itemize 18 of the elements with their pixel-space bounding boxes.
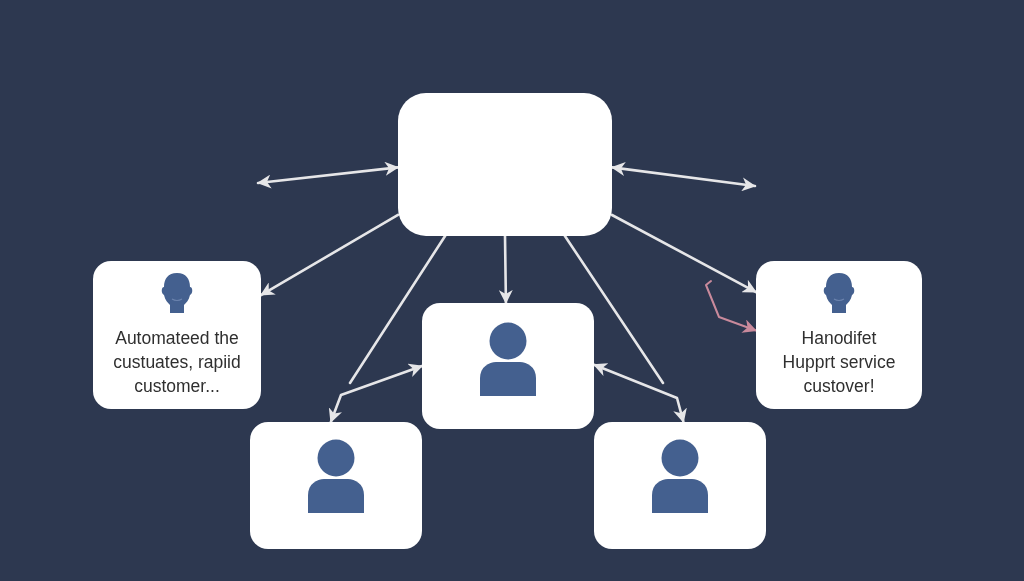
hub-box bbox=[398, 93, 612, 236]
arrow bbox=[610, 162, 757, 192]
arrow bbox=[592, 363, 687, 424]
user-card bbox=[422, 303, 594, 429]
arrow bbox=[498, 234, 513, 305]
arrow bbox=[256, 161, 400, 189]
arrow bbox=[610, 213, 758, 294]
card-text: Hanodifet Hupprt service custover! bbox=[781, 327, 897, 398]
connector-line bbox=[563, 234, 665, 385]
arrow bbox=[705, 280, 757, 333]
user-card bbox=[594, 422, 766, 549]
card-text: Automateed the custuates, rapiid customer... bbox=[112, 327, 242, 398]
profile-card bbox=[93, 261, 261, 409]
profile-card bbox=[756, 261, 922, 409]
connector-line bbox=[348, 234, 447, 385]
arrow bbox=[259, 213, 400, 297]
arrow bbox=[328, 363, 424, 424]
user-card bbox=[250, 422, 422, 549]
